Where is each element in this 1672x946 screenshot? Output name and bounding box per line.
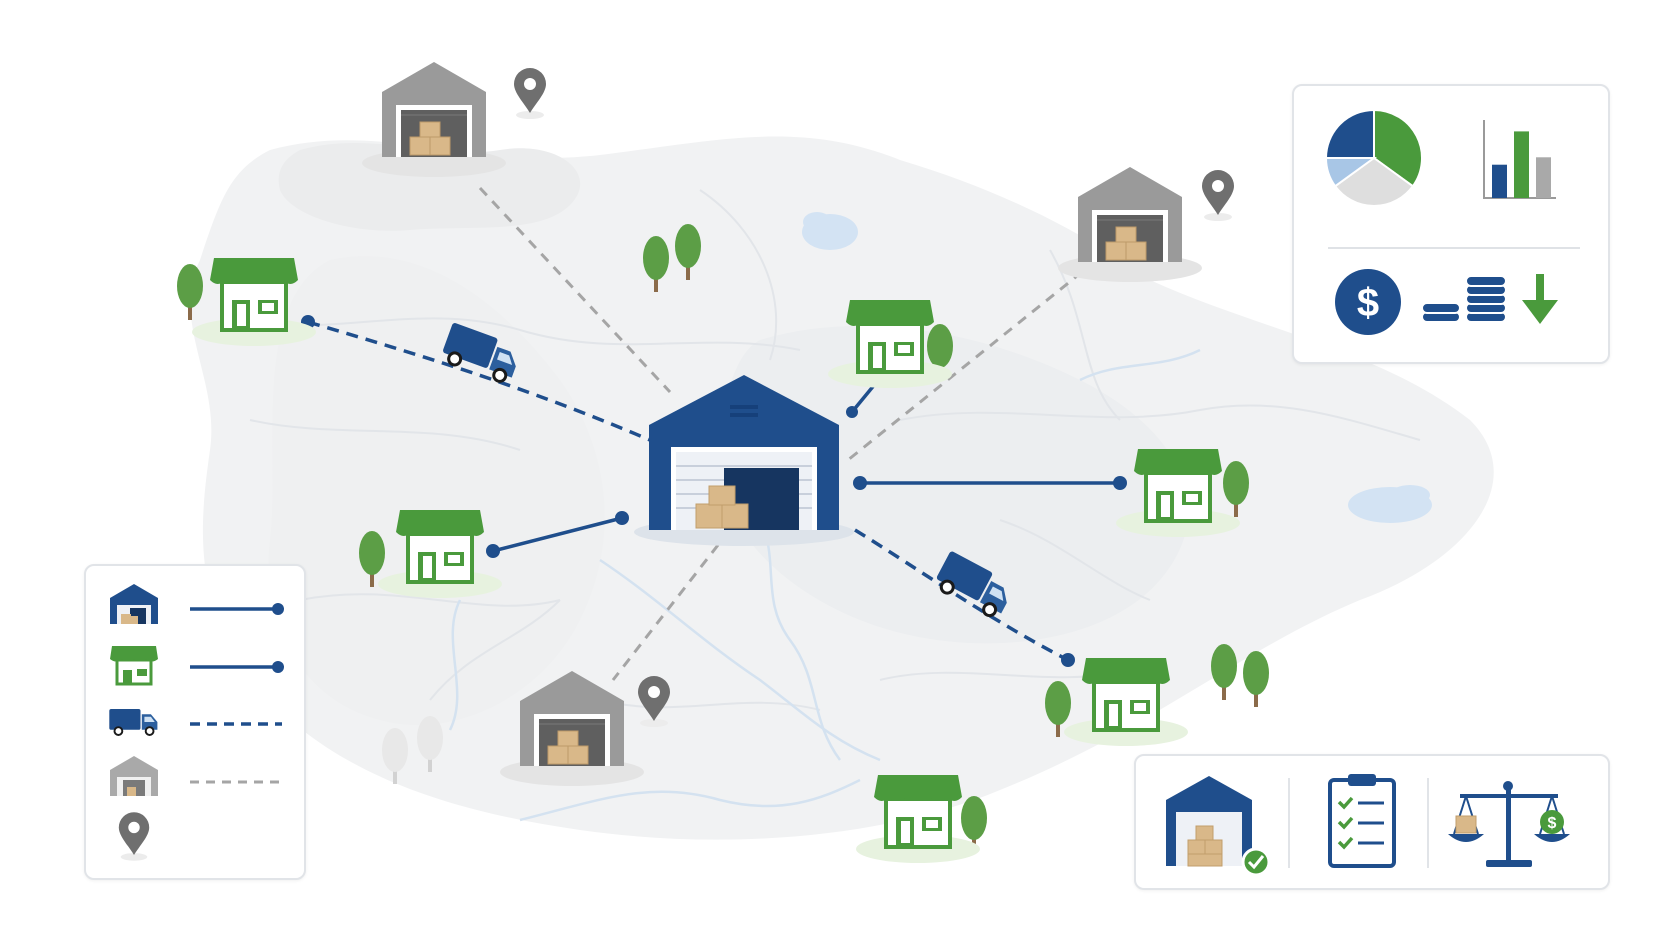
analytics-panel: $ [1292, 84, 1610, 364]
warehouse-icon [361, 61, 507, 178]
legend-row-truck [108, 708, 282, 736]
bar [1492, 164, 1507, 198]
balance-scale-icon: $ [1448, 781, 1570, 867]
legend-row-store [108, 644, 284, 686]
pie-slice [1373, 108, 1423, 188]
down-arrow-icon [1522, 274, 1558, 324]
svg-text:$: $ [1548, 815, 1557, 832]
store-icon [108, 644, 160, 686]
bar [1514, 131, 1529, 198]
location-pin-icon [118, 812, 150, 861]
bar [1536, 157, 1551, 198]
legend-panel [84, 564, 306, 880]
link-store-southwest [486, 511, 629, 558]
evaluation-panel: $ [1134, 754, 1610, 890]
tree-icon [1243, 651, 1269, 707]
link-candidate-northeast [847, 270, 1083, 462]
checklist-icon [1328, 774, 1396, 868]
warehouse-check-icon [1166, 776, 1271, 877]
inactive-warehouse-icon [110, 756, 158, 796]
map-background [190, 136, 1494, 840]
pie-slice [1333, 156, 1415, 207]
warehouse-icon [110, 584, 158, 624]
pie-chart-icon [1324, 108, 1423, 207]
connections [301, 186, 1127, 681]
location-pin-icon [514, 68, 546, 119]
location-pin-icon [1202, 170, 1234, 221]
dollar-icon: $ [1335, 269, 1401, 335]
route-store-southeast [854, 528, 1075, 667]
legend-row-pin [118, 812, 150, 861]
truck-icon [108, 708, 159, 736]
bar-chart-icon [1483, 120, 1556, 199]
warehouse-candidate-north[interactable] [361, 61, 507, 178]
warehouse-candidate-northeast[interactable] [1057, 166, 1203, 283]
link-store-east [853, 476, 1127, 490]
tree-icon [1211, 644, 1237, 700]
warehouse-icon [1057, 166, 1203, 283]
legend-row-inactive-warehouse [110, 756, 282, 796]
pie-slice [1324, 108, 1375, 159]
coin-stack-icon [1421, 275, 1507, 323]
bar-chart-axis [1483, 120, 1556, 199]
svg-text:$: $ [1357, 281, 1379, 325]
legend-row-warehouse [110, 584, 284, 624]
